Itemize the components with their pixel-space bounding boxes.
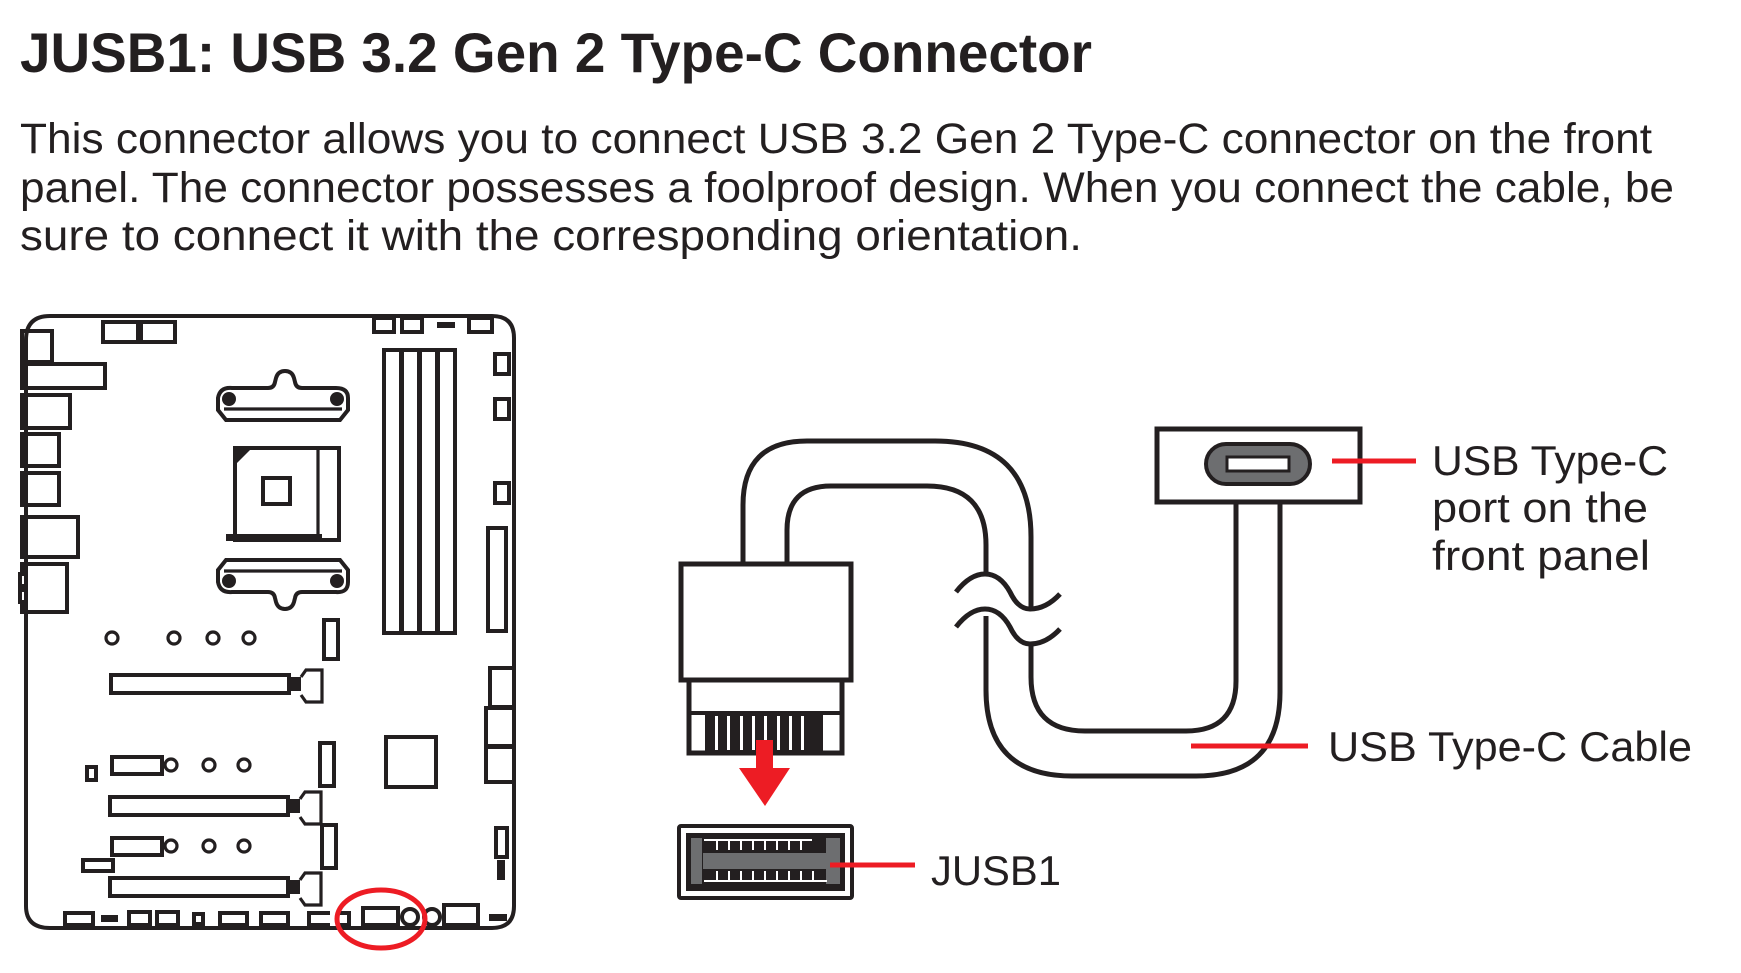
cable-plug-pins bbox=[689, 711, 842, 753]
jusb1-on-board bbox=[361, 906, 400, 927]
right-edge-connectors bbox=[484, 352, 516, 880]
jusb1-highlight-ellipse bbox=[334, 887, 428, 951]
page-title: JUSB1: USB 3.2 Gen 2 Type-C Connector bbox=[20, 21, 1092, 84]
down-arrow-icon bbox=[739, 740, 790, 806]
rear-io-ports bbox=[18, 329, 107, 614]
header-m2-2 bbox=[318, 741, 336, 788]
cpu-bracket-bottom bbox=[216, 558, 350, 612]
label-cable: USB Type-C Cable bbox=[1328, 723, 1692, 770]
label-front-port-line-3: front panel bbox=[1432, 532, 1650, 579]
cable-outer-top bbox=[740, 438, 1034, 608]
bottom-edge-connectors bbox=[63, 903, 507, 927]
cable-diagram: USB Type-C port on the front panel USB T… bbox=[677, 426, 1692, 900]
cable-inner-top bbox=[784, 483, 989, 575]
cable-outer-bottom bbox=[983, 503, 1283, 779]
pcie-slot-1 bbox=[109, 668, 324, 704]
dimm-slots bbox=[382, 348, 457, 635]
cpu-bracket-top bbox=[216, 368, 350, 422]
chipset bbox=[384, 735, 438, 789]
cable-break-wave-2 bbox=[954, 606, 1062, 647]
m2-slot-1 bbox=[110, 755, 164, 776]
mounting-holes bbox=[104, 630, 257, 854]
front-panel-box bbox=[1154, 426, 1363, 505]
label-jusb1: JUSB1 bbox=[931, 847, 1061, 894]
label-front-port-line-2: port on the bbox=[1432, 484, 1648, 531]
cable-break-wave-1 bbox=[954, 571, 1062, 612]
cable-plug-body bbox=[678, 561, 854, 683]
description-line-2: panel. The connector possesses a foolpro… bbox=[20, 164, 1674, 212]
header-m2-3 bbox=[320, 823, 338, 870]
description-line-1: This connector allows you to connect USB… bbox=[20, 115, 1652, 163]
label-front-port-line-1: USB Type-C bbox=[1432, 437, 1668, 484]
header-m2-1 bbox=[322, 618, 340, 661]
top-headers bbox=[101, 316, 494, 344]
description-line-3: sure to connect it with the correspondin… bbox=[20, 212, 1082, 260]
motherboard-diagram bbox=[18, 314, 516, 951]
small-header bbox=[81, 858, 115, 873]
small-jumper bbox=[85, 765, 98, 782]
cpu-socket bbox=[226, 446, 341, 542]
pcie-slot-2 bbox=[108, 790, 323, 826]
m2-slot-2 bbox=[110, 836, 164, 857]
pcie-slots bbox=[108, 668, 324, 907]
jusb1-header-icon bbox=[677, 824, 854, 900]
pcie-slot-3 bbox=[108, 871, 323, 907]
cable-inner-bottom bbox=[1028, 503, 1239, 734]
usb-type-c-port-slot bbox=[1225, 455, 1291, 473]
